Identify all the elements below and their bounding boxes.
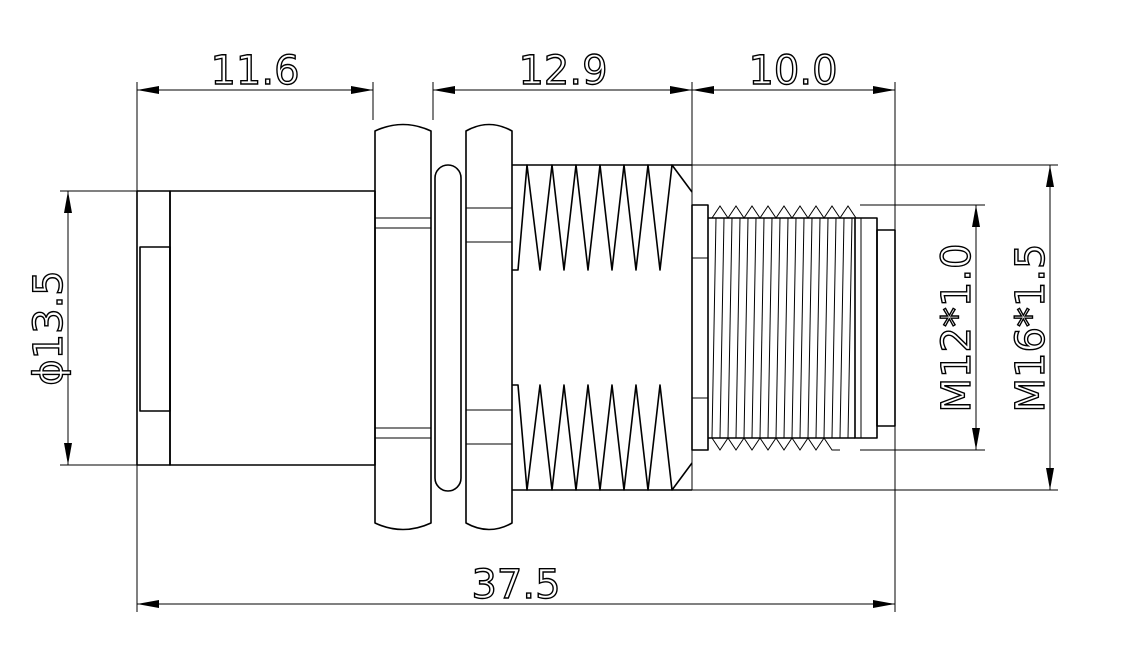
dim-label-diameter: ϕ13.5 <box>26 270 72 385</box>
dim-label-top-left: 11.6 <box>210 48 299 94</box>
rear-body <box>136 190 376 466</box>
dimension-12-9: 12.9 <box>433 47 692 95</box>
dimensions: 11.6 12.9 10.0 37.5 ϕ13.5 <box>25 47 1058 612</box>
inner-thread-section <box>691 204 896 451</box>
dimension-37-5: 37.5 <box>137 561 895 609</box>
washer <box>434 164 462 492</box>
hex-nut-right <box>465 123 513 531</box>
dimension-m16-thread: M16*1.5 <box>1007 165 1055 490</box>
hex-nut-left <box>374 123 432 531</box>
dimension-m12-thread: M12*1.0 <box>933 205 981 450</box>
dim-label-top-right: 10.0 <box>748 48 837 94</box>
dimension-10-0: 10.0 <box>692 47 895 95</box>
outer-thread-section <box>512 164 693 491</box>
dim-label-top-middle: 12.9 <box>518 48 607 94</box>
dimension-11-6: 11.6 <box>137 47 373 95</box>
dim-label-outer-thread: M16*1.5 <box>1008 243 1054 412</box>
dim-label-overall: 37.5 <box>471 562 560 608</box>
connector-outline <box>136 123 896 531</box>
thread-lines <box>711 217 853 439</box>
dimension-diameter-13-5: ϕ13.5 <box>25 191 73 465</box>
dim-label-inner-thread: M12*1.0 <box>934 243 980 412</box>
